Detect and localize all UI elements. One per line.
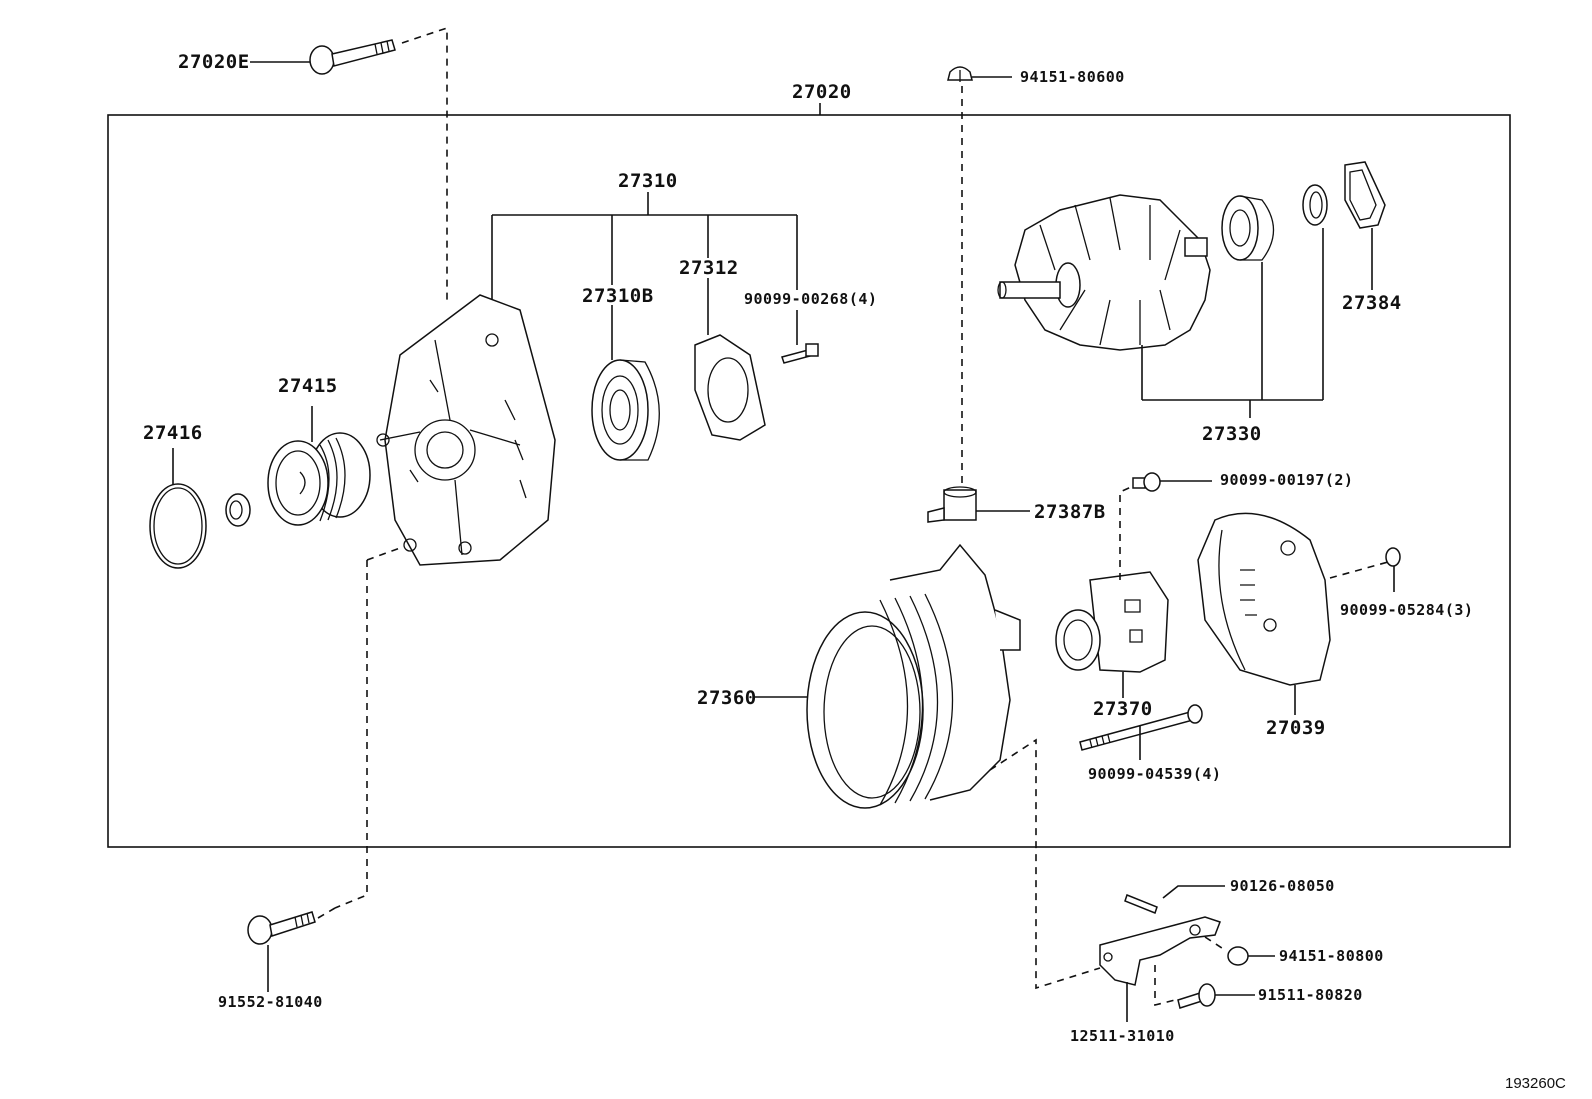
label-27416[interactable]: 27416 [143, 422, 203, 444]
rotor-27330[interactable] [997, 194, 1211, 400]
label-91552-81040[interactable]: 91552-81040 [218, 993, 323, 1011]
bolt-91552-81040[interactable] [247, 907, 336, 992]
label-12511-31010[interactable]: 12511-31010 [1070, 1027, 1175, 1045]
rear-cover-27039[interactable] [1197, 512, 1389, 715]
label-91511-80820[interactable]: 91511-80820 [1258, 986, 1363, 1004]
stator-frame-27360[interactable] [755, 543, 1101, 990]
bolt-90099-04539[interactable] [1079, 704, 1203, 760]
label-27370[interactable]: 27370 [1093, 698, 1153, 720]
reference-code: 193260C [1505, 1075, 1566, 1092]
terminal-27387B[interactable] [927, 486, 1030, 523]
label-90099-00197[interactable]: 90099-00197(2) [1220, 471, 1354, 489]
nut-94151-80800[interactable] [1227, 946, 1275, 966]
pulley-27415[interactable] [267, 406, 371, 526]
nut-94151-80600[interactable] [947, 66, 1012, 488]
drive-end-frame[interactable] [334, 294, 556, 909]
label-94151-80600[interactable]: 94151-80600 [1020, 68, 1125, 86]
screw-90099-00268[interactable] [781, 343, 819, 364]
label-27310[interactable]: 27310 [618, 170, 678, 192]
nut-90099-05284[interactable] [1385, 547, 1401, 592]
label-27310B[interactable]: 27310B [582, 285, 654, 307]
bolt-91511-80820[interactable] [1177, 983, 1255, 1009]
label-27020E[interactable]: 27020E [178, 51, 250, 73]
cover-27384[interactable] [1344, 161, 1386, 290]
label-27415[interactable]: 27415 [278, 375, 338, 397]
label-90099-04539[interactable]: 90099-04539(4) [1088, 765, 1222, 783]
screw-90099-00197[interactable] [1132, 472, 1212, 492]
label-94151-80800[interactable]: 94151-80800 [1279, 947, 1384, 965]
washer-rotor[interactable] [1302, 184, 1328, 400]
label-27020[interactable]: 27020 [792, 81, 852, 103]
label-90126-08050[interactable]: 90126-08050 [1230, 877, 1335, 895]
label-90099-05284[interactable]: 90099-05284(3) [1340, 601, 1474, 619]
retainer-plate-27312[interactable] [694, 334, 766, 441]
label-27360[interactable]: 27360 [697, 687, 757, 709]
bearing-27310B[interactable] [591, 359, 660, 461]
label-27330[interactable]: 27330 [1202, 423, 1262, 445]
label-27039[interactable]: 27039 [1266, 717, 1326, 739]
leader-tree-27310 [491, 192, 798, 360]
pulley-nut[interactable] [225, 493, 251, 527]
label-27312[interactable]: 27312 [679, 257, 739, 279]
bearing-rotor[interactable] [1221, 195, 1275, 400]
bolt-27020E[interactable] [250, 26, 448, 300]
assembly-frame [107, 114, 1511, 848]
brush-holder-27370[interactable] [1055, 482, 1169, 698]
label-27387B[interactable]: 27387B [1034, 501, 1106, 523]
bracket-12511-31010[interactable] [1099, 916, 1226, 1022]
label-27384[interactable]: 27384 [1342, 292, 1402, 314]
seal-ring-27416[interactable] [149, 448, 207, 569]
stud-90126-08050[interactable] [1124, 885, 1225, 914]
label-90099-00268[interactable]: 90099-00268(4) [744, 290, 878, 308]
